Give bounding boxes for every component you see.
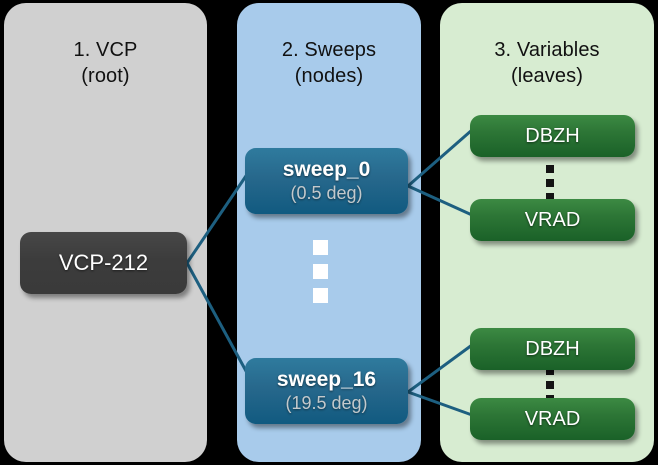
column-variables-title: 3. Variables (leaves)	[494, 39, 600, 87]
node-sweep-0-detail: (0.5 deg)	[290, 183, 363, 203]
node-variable-vrad-sweep-16[interactable]: VRAD	[470, 398, 635, 440]
node-sweep-16-label: sweep_16	[276, 368, 377, 391]
node-variable-label: VRAD	[524, 408, 581, 430]
node-vcp-root[interactable]: VCP-212	[20, 232, 187, 294]
variables-top-vertical-ellipsis-icon	[546, 165, 554, 207]
ellipsis-dot	[546, 165, 554, 173]
column-sweeps-title: 2. Sweeps (nodes)	[281, 39, 377, 87]
node-variable-vrad-sweep-0[interactable]: VRAD	[470, 199, 635, 241]
node-sweep-0[interactable]: sweep_0 (0.5 deg)	[245, 148, 408, 214]
node-variable-dbzh-sweep-16[interactable]: DBZH	[470, 328, 635, 370]
node-sweep-0-label: sweep_0	[282, 158, 371, 181]
ellipsis-dot	[546, 179, 554, 187]
node-variable-label: DBZH	[525, 125, 580, 147]
ellipsis-dot	[313, 288, 328, 303]
node-variable-label: DBZH	[525, 338, 580, 360]
ellipsis-dot	[546, 381, 554, 389]
ellipsis-dot	[546, 193, 554, 201]
node-vcp-root-label: VCP-212	[58, 250, 149, 275]
node-variable-label: VRAD	[524, 209, 581, 231]
sweeps-vertical-ellipsis-icon	[313, 240, 328, 312]
ellipsis-dot	[313, 240, 328, 255]
ellipsis-dot	[313, 264, 328, 279]
node-variable-dbzh-sweep-0[interactable]: DBZH	[470, 115, 635, 157]
node-sweep-16-detail: (19.5 deg)	[285, 393, 368, 413]
ellipsis-dot	[546, 367, 554, 375]
column-vcp-title: 1. VCP (root)	[73, 39, 138, 87]
node-sweep-16[interactable]: sweep_16 (19.5 deg)	[245, 358, 408, 424]
